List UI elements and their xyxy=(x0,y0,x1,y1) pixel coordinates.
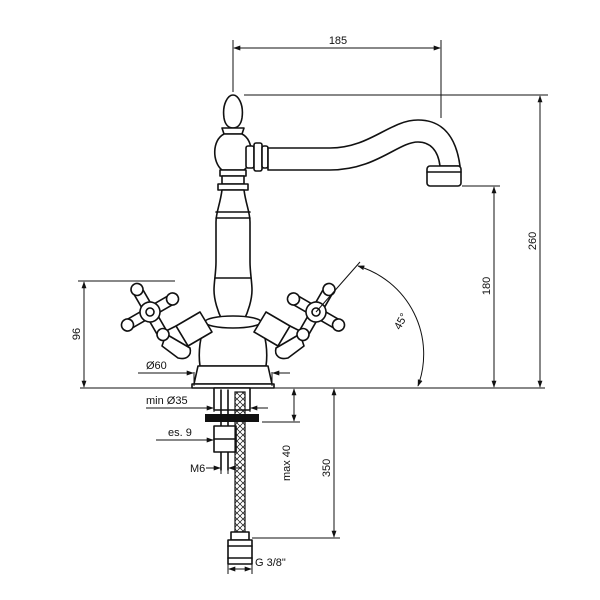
dim-max40: max 40 xyxy=(262,388,300,481)
dim-es9: es. 9 xyxy=(156,427,214,443)
dim-o60-label: Ø60 xyxy=(146,360,167,372)
dim-96-label: 96 xyxy=(71,328,83,340)
dim-350-label: 350 xyxy=(321,459,333,477)
dim-max40-label: max 40 xyxy=(281,445,293,481)
dim-min-o35: min Ø35 xyxy=(146,395,268,412)
dim-m6: M6 xyxy=(190,456,242,475)
dim-260: 260 xyxy=(244,94,548,388)
dim-96: 96 xyxy=(71,280,175,388)
dim-350: 350 xyxy=(252,388,340,539)
dim-m6-label: M6 xyxy=(190,463,205,475)
faucet-body xyxy=(191,94,275,389)
dim-45-label: 45° xyxy=(392,311,410,331)
dim-185: 185 xyxy=(232,35,442,118)
supply-hose xyxy=(227,391,253,565)
right-handle xyxy=(253,282,346,360)
dim-g38-label: G 3/8" xyxy=(255,557,286,569)
dim-260-label: 260 xyxy=(527,232,539,250)
spout xyxy=(245,119,462,187)
dim-180-label: 180 xyxy=(481,277,493,295)
dim-185-label: 185 xyxy=(329,35,347,47)
dim-180: 180 xyxy=(462,185,500,388)
dim-o60: Ø60 xyxy=(138,360,290,386)
left-handle xyxy=(120,282,213,360)
dim-es9-label: es. 9 xyxy=(168,427,192,439)
dim-min-o35-label: min Ø35 xyxy=(146,395,188,407)
dim-g38: G 3/8" xyxy=(227,557,286,574)
